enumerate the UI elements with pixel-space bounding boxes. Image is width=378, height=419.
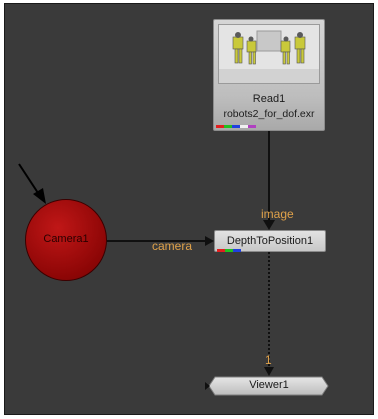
read-thumbnail (218, 24, 320, 84)
camera-node-name: Camera1 (43, 233, 89, 245)
channel-red (217, 249, 225, 252)
depth-to-position-node[interactable]: DepthToPosition1 (214, 230, 326, 252)
channel-blue (233, 249, 241, 252)
channel-extra (248, 125, 256, 128)
read-node-name: Read1 (252, 93, 286, 105)
input-label-image: image (261, 207, 294, 221)
read-node[interactable]: Read1 robots2_for_dof.exr (213, 19, 325, 131)
depth-channel-indicators (217, 249, 241, 252)
channel-alpha (240, 125, 248, 128)
node-graph-panel: Read1 robots2_for_dof.exr DepthToPositio… (4, 3, 374, 415)
pipe-read-to-depth-arrow (263, 220, 275, 230)
read-channel-indicators (216, 125, 256, 128)
channel-blue (232, 125, 240, 128)
camera-node[interactable]: Camera1 (25, 199, 107, 281)
input-label-camera: camera (152, 239, 193, 253)
pipe-depth-to-viewer-arrow (264, 367, 274, 376)
node-overlay: Read1 robots2_for_dof.exr DepthToPositio… (5, 4, 373, 414)
robots-thumbnail-image (219, 25, 319, 83)
viewer-node-name: Viewer1 (249, 379, 289, 391)
read-node-filename: robots2_for_dof.exr (223, 108, 315, 120)
depth-node-name: DepthToPosition1 (226, 235, 314, 247)
channel-green (225, 249, 233, 252)
pipe-camera-to-depth-arrow (205, 236, 214, 246)
viewer-node[interactable]: Viewer1 (210, 376, 328, 396)
input-label-viewer: 1 (265, 353, 272, 367)
annotation-arrowhead (33, 188, 46, 204)
annotation-arrow (18, 163, 41, 197)
channel-red (216, 125, 224, 128)
channel-green (224, 125, 232, 128)
viewer-input-marker (205, 382, 210, 390)
